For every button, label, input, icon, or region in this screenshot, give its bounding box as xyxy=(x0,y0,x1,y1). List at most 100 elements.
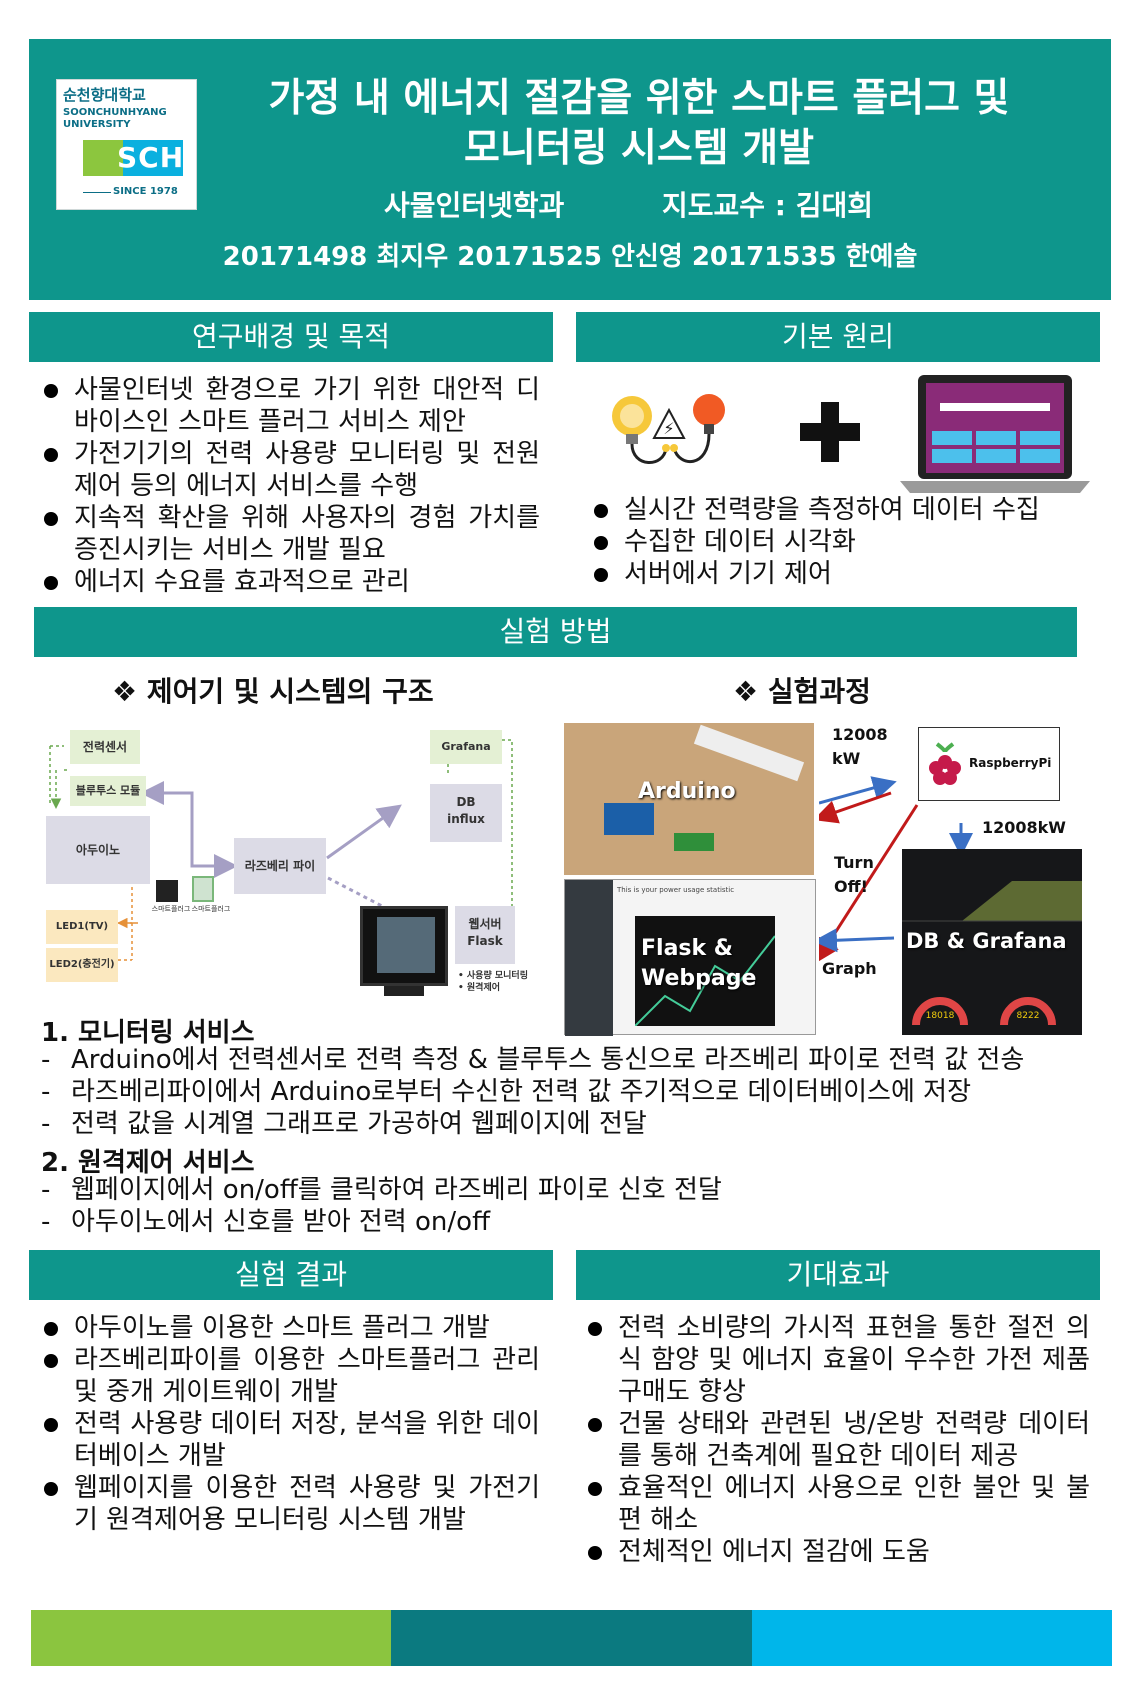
list-item: 서버에서 기기 제어 xyxy=(590,558,1110,590)
laptop-dashboard-icon xyxy=(900,375,1090,493)
advisor: 지도교수 : 김대희 xyxy=(662,189,874,222)
webserver-label: 웹서버 xyxy=(468,917,502,931)
section-title-results: 실험 결과 xyxy=(29,1250,553,1300)
sensor-board xyxy=(674,833,714,851)
process-subtitle: ❖ 실험과정 xyxy=(733,675,871,708)
raspberry-pi-label: RaspberryPi xyxy=(969,756,1052,770)
raspberry-pi-box: RaspberryPi xyxy=(918,727,1060,801)
logo-mark: SCH xyxy=(117,141,185,174)
bluetooth-module-node: 블루투스 모듈 xyxy=(70,776,146,806)
section-title-method: 실험 방법 xyxy=(34,607,1077,657)
poster-header: 순천향대학교 SOONCHUNHYANG UNIVERSITY SCH SINC… xyxy=(29,39,1111,300)
led1-node: LED1(TV) xyxy=(46,910,118,944)
flask-label-line2: Webpage xyxy=(641,966,757,991)
grafana-chart xyxy=(902,881,1082,922)
list-item: 에너지 수요를 효과적으로 관리 xyxy=(40,566,540,598)
background-list: 사물인터넷 환경으로 가기 위한 대안적 디바이스인 스마트 플러그 서비스 제… xyxy=(40,374,540,598)
grafana-dashboard-screenshot: DB & Grafana 18018 8222 xyxy=(902,849,1082,1035)
remote-control-list: 웹페이지에서 on/off를 클릭하여 라즈베리 파이로 신호 전달 아두이노에… xyxy=(41,1174,1111,1238)
arduino-node: 아두이노 xyxy=(46,816,150,884)
list-item: 가전기기의 전력 사용량 모니터링 및 전원 제어 등의 에너지 서비스를 수행 xyxy=(40,438,540,502)
smart-plug-illustration-icon: ⚡ xyxy=(612,394,725,464)
list-item: 지속적 확산을 위해 사용자의 경험 가치를 증진시키는 서비스 개발 필요 xyxy=(40,502,540,566)
db-grafana-label: DB & Grafana xyxy=(906,929,1067,953)
arduino-board xyxy=(604,803,654,835)
smart-plug-label: 스마트플러그 xyxy=(191,905,231,913)
turn-off-line1: Turn xyxy=(834,853,874,872)
section-title-effects: 기대효과 xyxy=(576,1250,1100,1300)
web-heading: This is your power usage statistic xyxy=(617,886,735,894)
raspberry-pi-icon xyxy=(929,742,961,785)
db-influx-node: DB influx xyxy=(430,784,502,842)
power-value-upper: 12008 kW xyxy=(832,723,902,771)
list-item: 아두이노에서 신호를 받아 전력 on/off xyxy=(41,1206,1111,1238)
led2-node: LED2(충전기) xyxy=(46,948,118,982)
power-sensor-node: 전력센서 xyxy=(70,730,140,764)
list-item: 웹페이지에서 on/off를 클릭하여 라즈베리 파이로 신호 전달 xyxy=(41,1174,1111,1206)
gauge-left xyxy=(912,997,968,1026)
poster-title-line2: 모니터링 시스템 개발 xyxy=(463,126,815,171)
turn-off-line2: Off! xyxy=(834,877,868,896)
list-item: 전력 사용량 데이터 저장, 분석을 위한 데이터베이스 개발 xyxy=(40,1408,540,1472)
list-item: 사물인터넷 환경으로 가기 위한 대안적 디바이스인 스마트 플러그 서비스 제… xyxy=(40,374,540,438)
smart-plug-charger-icon xyxy=(192,876,214,902)
logo-blue-block xyxy=(123,140,183,176)
logo-korean-name: 순천향대학교 xyxy=(63,86,146,104)
footer-blue-block xyxy=(751,1610,1112,1666)
section-title-background: 연구배경 및 목적 xyxy=(29,312,553,362)
plus-icon xyxy=(800,402,860,462)
list-item: 전력 소비량의 가시적 표현을 통한 절전 의식 함양 및 에너지 효율이 우수… xyxy=(584,1312,1090,1408)
list-item: 건물 상태와 관련된 냉/온방 전력량 데이터를 통해 건축계에 필요한 데이터… xyxy=(584,1408,1090,1472)
list-item: 전력 값을 시계열 그래프로 가공하여 웹페이지에 전달 xyxy=(41,1108,1111,1140)
power-strip xyxy=(693,724,805,782)
influx-label: influx xyxy=(447,812,485,826)
smart-plug-label: 스마트플러그 xyxy=(151,905,191,913)
list-item: 효율적인 에너지 사용으로 인한 불안 및 불편 해소 xyxy=(584,1472,1090,1536)
monitor-screen xyxy=(360,906,448,986)
gauge-right xyxy=(1000,997,1056,1026)
graph-label: Graph xyxy=(822,959,877,978)
turn-off-label: Turn Off! xyxy=(834,851,874,899)
team-members: 20171498 최지우 20171525 안신영 20171535 한예솔 xyxy=(222,242,918,272)
principle-list: 실시간 전력량을 측정하여 데이터 수집 수집한 데이터 시각화 서버에서 기기… xyxy=(590,494,1110,590)
experiment-process-panel: Arduino This is your power usage statist… xyxy=(564,723,1084,1036)
university-logo: 순천향대학교 SOONCHUNHYANG UNIVERSITY SCH SINC… xyxy=(56,79,197,210)
grafana-node: Grafana xyxy=(430,730,502,764)
raspberry-pi-node: 라즈베리 파이 xyxy=(234,838,326,894)
flask-label: Flask xyxy=(467,934,503,948)
footer-green-block xyxy=(31,1610,392,1666)
web-sidebar xyxy=(565,880,613,1036)
list-item: 아두이노를 이용한 스마트 플러그 개발 xyxy=(40,1312,540,1344)
logo-english-name-line1: SOONCHUNHYANG xyxy=(63,107,167,118)
footer-teal-block xyxy=(391,1610,752,1666)
list-item: 웹페이지를 이용한 전력 사용량 및 가전기기 원격제어용 모니터링 시스템 개… xyxy=(40,1472,540,1536)
web-note-monitoring: • 사용량 모니터링 xyxy=(458,971,528,981)
logo-since: SINCE 1978 xyxy=(113,186,178,197)
arduino-photo-label: Arduino xyxy=(638,779,736,804)
poster-title-line1: 가정 내 에너지 절감을 위한 스마트 플러그 및 xyxy=(268,76,1010,121)
web-chart xyxy=(634,916,776,1027)
web-note-remote: • 원격제어 xyxy=(458,983,501,993)
webserver-node: 웹서버 Flask xyxy=(455,906,515,964)
gauge-left-value: 18018 xyxy=(925,1011,955,1021)
svg-text:⚡: ⚡ xyxy=(663,419,674,438)
logo-rule xyxy=(83,192,111,193)
list-item: 실시간 전력량을 측정하여 데이터 수집 xyxy=(590,494,1110,526)
logo-green-block xyxy=(83,140,123,176)
logo-english-name-line2: UNIVERSITY xyxy=(63,119,131,130)
list-item: 전체적인 에너지 절감에 도움 xyxy=(584,1536,1090,1568)
flask-label-line1: Flask & xyxy=(641,936,733,961)
gauge-right-value: 8222 xyxy=(1016,1011,1040,1021)
remote-control-heading: 2. 원격제어 서비스 xyxy=(41,1148,255,1178)
system-structure-diagram: 전력센서 블루투스 모듈 아두이노 라즈베리 파이 Grafana DB inf… xyxy=(42,728,552,1008)
smart-plug-tv-icon xyxy=(156,880,178,902)
process-arrows xyxy=(819,776,973,964)
list-item: 라즈베리파이에서 Arduino로부터 수신한 전력 값 주기적으로 데이터베이… xyxy=(41,1076,1111,1108)
results-list: 아두이노를 이용한 스마트 플러그 개발 라즈베리파이를 이용한 스마트플러그 … xyxy=(40,1312,540,1536)
monitor-stand xyxy=(384,986,424,996)
structure-subtitle: ❖ 제어기 및 시스템의 구조 xyxy=(112,675,434,708)
monitor-screen-content xyxy=(377,917,435,973)
arduino-photo: Arduino xyxy=(564,723,814,875)
db-label: DB xyxy=(456,795,476,809)
monitoring-service-heading: 1. 모니터링 서비스 xyxy=(41,1018,255,1048)
